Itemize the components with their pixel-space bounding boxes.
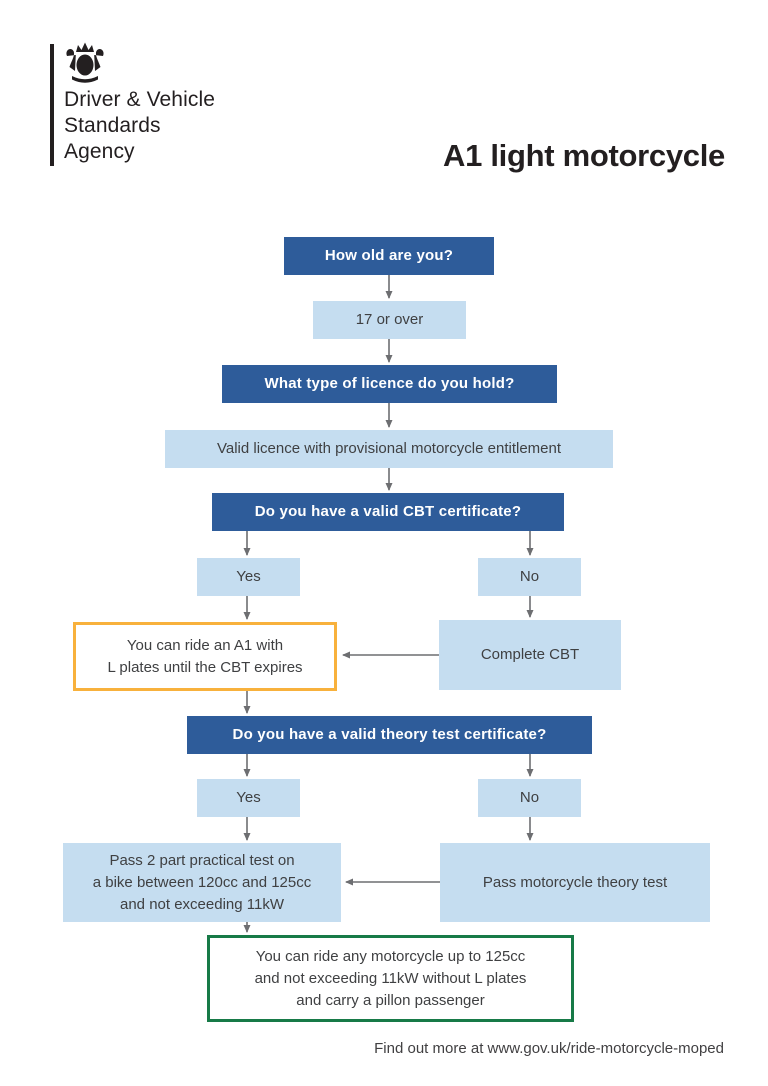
- node-label: How old are you?: [324, 247, 454, 264]
- node-label: Pass motorcycle theory test: [482, 873, 668, 891]
- agency-name-line3: Agency: [64, 140, 135, 163]
- node-label: No: [519, 568, 540, 585]
- node-answer-valid-licence: Valid licence with provisional motorcycl…: [165, 430, 613, 468]
- node-label-line1: You can ride an A1 with: [126, 636, 284, 654]
- node-label-line1: Pass 2 part practical test on: [109, 851, 295, 869]
- node-action-theory-test: Pass motorcycle theory test: [440, 843, 710, 922]
- node-label: What type of licence do you hold?: [264, 375, 515, 392]
- node-answer-cbt-no: No: [478, 558, 581, 596]
- node-label: No: [519, 789, 540, 806]
- node-answer-cbt-yes: Yes: [197, 558, 300, 596]
- node-outcome-ride-a1-l-plates: You can ride an A1 with L plates until t…: [73, 622, 337, 691]
- node-action-practical-test: Pass 2 part practical test on a bike bet…: [63, 843, 341, 922]
- node-label: Complete CBT: [480, 646, 580, 663]
- node-label-line2: and not exceeding 11kW without L plates: [254, 969, 527, 987]
- node-question-age: How old are you?: [284, 237, 494, 275]
- node-label-line2: a bike between 120cc and 125cc: [92, 873, 312, 891]
- node-label: Yes: [236, 789, 261, 806]
- node-label-line2: L plates until the CBT expires: [107, 658, 303, 676]
- node-action-complete-cbt: Complete CBT: [439, 620, 621, 690]
- node-label-line1: You can ride any motorcycle up to 125cc: [255, 947, 526, 965]
- node-answer-17-or-over: 17 or over: [313, 301, 466, 339]
- node-label: Yes: [236, 568, 261, 585]
- node-label: Valid licence with provisional motorcycl…: [216, 440, 562, 457]
- find-out-more-text: Find out more at www.gov.uk/ride-motorcy…: [374, 1040, 724, 1057]
- node-label-line3: and carry a pillon passenger: [296, 991, 485, 1009]
- node-label-line3: and not exceeding 11kW: [120, 895, 284, 913]
- node-outcome-ride-any-125cc: You can ride any motorcycle up to 125cc …: [207, 935, 574, 1022]
- node-question-cbt-certificate: Do you have a valid CBT certificate?: [212, 493, 564, 531]
- logo-divider: [50, 44, 54, 166]
- page-title: A1 light motorcycle: [443, 138, 725, 173]
- agency-name-line1: Driver & Vehicle: [64, 88, 215, 111]
- node-question-licence-type: What type of licence do you hold?: [222, 365, 557, 403]
- node-answer-theory-yes: Yes: [197, 779, 300, 817]
- node-label: 17 or over: [355, 311, 424, 328]
- agency-name-line2: Standards: [64, 114, 161, 137]
- node-label: Do you have a valid theory test certific…: [232, 726, 547, 743]
- royal-crest-icon: [66, 42, 104, 83]
- node-question-theory-certificate: Do you have a valid theory test certific…: [187, 716, 592, 754]
- agency-name: Driver & Vehicle Standards Agency: [64, 87, 284, 165]
- node-answer-theory-no: No: [478, 779, 581, 817]
- node-label: Do you have a valid CBT certificate?: [254, 503, 522, 520]
